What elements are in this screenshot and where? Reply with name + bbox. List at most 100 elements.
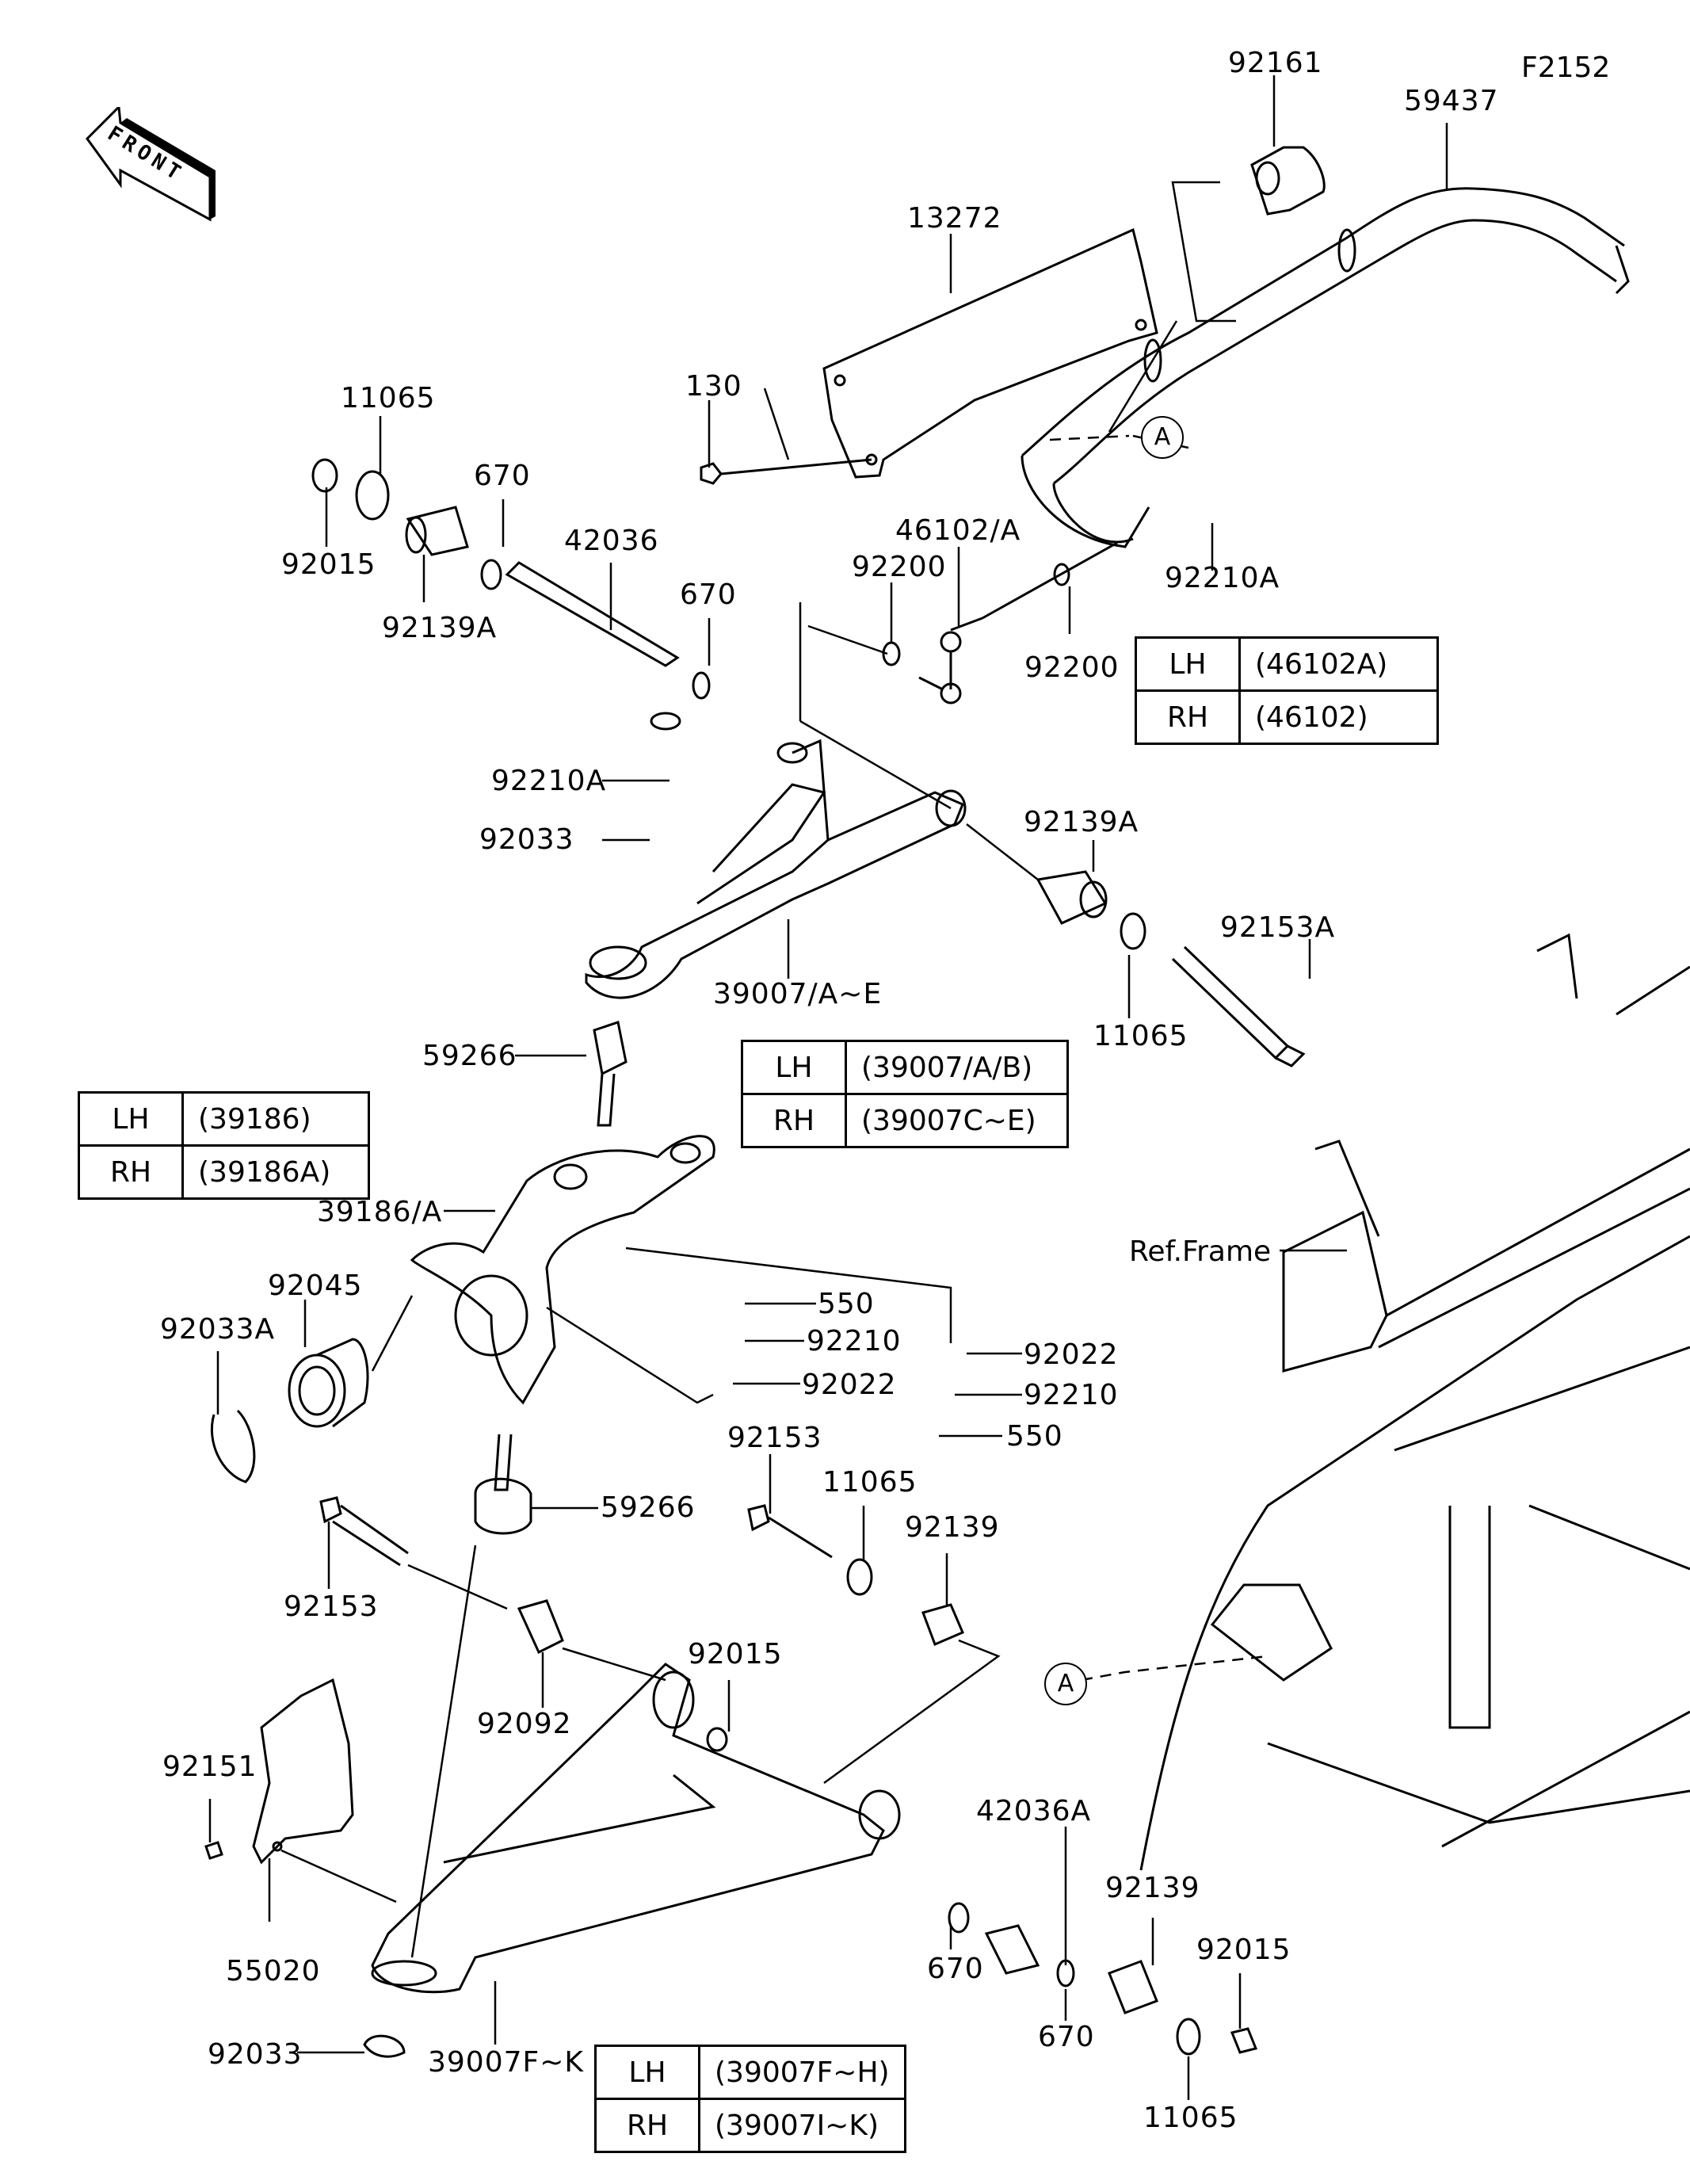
bracket-13272 — [822, 227, 1158, 479]
callout-92153-left[interactable]: 92153 — [284, 1590, 379, 1623]
marker-label: A — [1154, 423, 1171, 451]
part-cell[interactable]: (46102) — [1238, 689, 1439, 745]
callout-92033A[interactable]: 92033A — [160, 1313, 276, 1346]
steering-knuckle — [410, 1135, 715, 1405]
side-cell: LH — [78, 1091, 184, 1147]
callout-550-b[interactable]: 550 — [1006, 1420, 1063, 1453]
table-row: RH(39007I~K) — [594, 2098, 906, 2153]
table-lower-arm: LH(39007F~H) RH(39007I~K) — [594, 2045, 906, 2153]
table-row: LH(39186) — [78, 1091, 370, 1147]
figure-code: F2152 — [1521, 52, 1611, 84]
callout-92200-b[interactable]: 92200 — [1024, 651, 1120, 684]
front-direction-indicator: FRONT — [79, 104, 222, 225]
stabilizer-bushing — [1250, 146, 1326, 216]
callout-11065-low[interactable]: 11065 — [822, 1466, 917, 1499]
callout-92139-mid[interactable]: 92139 — [905, 1511, 1000, 1544]
part-cell[interactable]: (39007/A/B) — [845, 1040, 1069, 1095]
side-cell: RH — [1135, 689, 1241, 745]
callout-59437[interactable]: 59437 — [1404, 85, 1499, 117]
callout-92045[interactable]: 92045 — [268, 1270, 363, 1302]
callout-92151[interactable]: 92151 — [162, 1751, 258, 1783]
callout-92022-b[interactable]: 92022 — [1024, 1338, 1119, 1371]
callout-92033-bottom[interactable]: 92033 — [208, 2038, 303, 2071]
part-cell[interactable]: (46102A) — [1238, 636, 1439, 692]
ball-joint-upper — [593, 1021, 628, 1127]
callout-670-c[interactable]: 670 — [927, 1953, 984, 1985]
callout-92200-a[interactable]: 92200 — [852, 551, 947, 583]
reference-frame-label: Ref.Frame — [1129, 1235, 1272, 1268]
callout-92153A[interactable]: 92153A — [1220, 911, 1336, 944]
callout-92033[interactable]: 92033 — [479, 823, 574, 856]
stabilizer-bar — [1020, 187, 1630, 548]
connector-marker-a-top: A — [1141, 416, 1184, 459]
callout-92092[interactable]: 92092 — [477, 1708, 572, 1740]
callout-92015-low[interactable]: 92015 — [1196, 1934, 1291, 1966]
callout-92022-a[interactable]: 92022 — [802, 1369, 897, 1401]
side-cell: LH — [1135, 636, 1241, 692]
part-cell[interactable]: (39186) — [181, 1091, 370, 1147]
part-cell[interactable]: (39186A) — [181, 1144, 370, 1200]
callout-92139A-left[interactable]: 92139A — [382, 612, 498, 644]
callout-670-b[interactable]: 670 — [680, 578, 737, 611]
callout-92139-low[interactable]: 92139 — [1105, 1872, 1200, 1904]
ball-joint-lower — [474, 1434, 532, 1535]
table-knuckle: LH(39186) RH(39186A) — [78, 1091, 370, 1200]
skid-plate — [204, 1678, 354, 1865]
side-cell: RH — [594, 2098, 700, 2153]
table-row: LH(39007F~H) — [594, 2045, 906, 2100]
callout-670-a[interactable]: 670 — [474, 460, 531, 492]
side-cell: LH — [594, 2045, 700, 2100]
callout-59266-low[interactable]: 59266 — [601, 1491, 696, 1524]
callout-130[interactable]: 130 — [685, 370, 742, 403]
side-cell: LH — [741, 1040, 847, 1095]
callout-39007-F-K[interactable]: 39007F~K — [428, 2046, 584, 2079]
side-cell: RH — [741, 1093, 847, 1148]
upper-a-arm — [585, 712, 967, 999]
callout-92015-mid[interactable]: 92015 — [688, 1638, 783, 1670]
callout-92161[interactable]: 92161 — [1228, 47, 1323, 79]
part-cell[interactable]: (39007C~E) — [845, 1093, 1069, 1148]
callout-59266-top[interactable]: 59266 — [422, 1040, 517, 1072]
lower-arm-rear-hardware — [363, 1902, 1258, 2058]
callout-92210-b[interactable]: 92210 — [1024, 1379, 1119, 1411]
callout-670-d[interactable]: 670 — [1038, 2021, 1095, 2053]
bolt-130 — [700, 458, 872, 485]
table-row: RH(46102) — [1135, 689, 1439, 745]
lower-a-arm — [371, 1663, 901, 1994]
callout-92210A-right[interactable]: 92210A — [1165, 562, 1280, 594]
callout-39007-A-E[interactable]: 39007/A~E — [713, 978, 883, 1010]
table-stabilizer-link: LH(46102A) RH(46102) — [1135, 636, 1439, 745]
callout-11065-mid[interactable]: 11065 — [1093, 1020, 1188, 1052]
stabilizer-link — [882, 541, 1118, 704]
marker-label: A — [1057, 1670, 1074, 1697]
reference-frame — [1139, 933, 1690, 1871]
connector-marker-a-bottom: A — [1044, 1663, 1087, 1705]
callout-92015-top[interactable]: 92015 — [281, 548, 376, 581]
callout-39186[interactable]: 39186/A — [317, 1196, 443, 1228]
upper-pivot-hardware — [311, 458, 711, 700]
callout-42036[interactable]: 42036 — [564, 525, 659, 557]
table-upper-arm: LH(39007/A/B) RH(39007C~E) — [741, 1040, 1069, 1148]
table-row: RH(39186A) — [78, 1144, 370, 1200]
part-cell[interactable]: (39007I~K) — [698, 2098, 906, 2153]
lower-arm-bolts — [319, 1496, 964, 1655]
callout-92153-mid[interactable]: 92153 — [727, 1422, 822, 1454]
hub-bearing — [210, 1338, 369, 1483]
callout-13272[interactable]: 13272 — [907, 202, 1002, 235]
callout-11065-bottom[interactable]: 11065 — [1143, 2102, 1238, 2134]
table-row: RH(39007C~E) — [741, 1093, 1069, 1148]
callout-42036A[interactable]: 42036A — [976, 1795, 1092, 1827]
table-row: LH(39007/A/B) — [741, 1040, 1069, 1095]
callout-550-a[interactable]: 550 — [818, 1288, 875, 1320]
callout-92139A-right[interactable]: 92139A — [1024, 806, 1139, 838]
side-cell: RH — [78, 1144, 184, 1200]
callout-92210-a[interactable]: 92210 — [807, 1325, 902, 1357]
callout-55020[interactable]: 55020 — [226, 1955, 321, 1987]
leader-lines — [208, 75, 1448, 2100]
callout-11065-top[interactable]: 11065 — [341, 382, 436, 414]
callout-46102[interactable]: 46102/A — [895, 514, 1021, 547]
part-cell[interactable]: (39007F~H) — [698, 2045, 906, 2100]
callout-92210A-left[interactable]: 92210A — [491, 765, 607, 797]
